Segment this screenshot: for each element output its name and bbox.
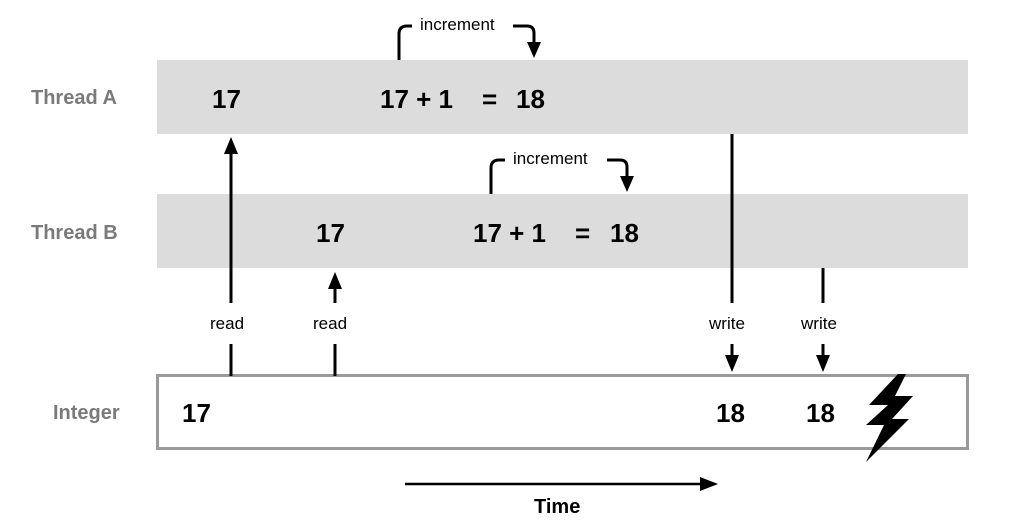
thread-b-read-value: 17 [316,218,345,248]
write-a-label: write [709,314,745,333]
thread-b-calc-result: 18 [610,218,639,248]
thread-a-label: Thread A [31,87,117,109]
increment-b-bracket [489,158,629,194]
integer-after-write-a: 18 [716,398,745,428]
arrow-down-icon [527,42,541,58]
integer-after-write-b: 18 [806,398,835,428]
arrow-down-icon [725,355,739,372]
thread-a-calc-lhs: 17 + 1 [380,84,454,114]
write-b-arrow [816,268,830,372]
thread-a-read-value: 17 [212,84,241,114]
arrow-right-icon [700,477,718,491]
integer-label: Integer [53,402,120,424]
read-a-arrow [224,137,238,376]
arrow-up-icon [328,272,342,289]
thread-a-calc-result: 18 [516,84,545,114]
arrow-down-icon [620,176,634,192]
thread-a-calc-equals: = [482,84,498,114]
integer-initial-value: 17 [182,398,211,428]
read-b-arrow [328,272,342,376]
write-b-label: write [801,314,837,333]
time-arrow [405,477,718,491]
arrow-down-icon [816,355,830,372]
time-label: Time [534,496,581,518]
read-a-label: read [210,314,245,333]
thread-b-increment-label: increment [513,149,588,168]
thread-a-band [157,60,968,134]
thread-b-calc-lhs: 17 + 1 [473,218,547,248]
read-b-label: read [313,314,348,333]
lightning-bolt-icon [866,374,913,462]
thread-b-band [157,194,968,268]
thread-b-label: Thread B [31,222,118,244]
increment-a-bracket [397,24,536,60]
thread-a-increment-label: increment [420,15,495,34]
integer-box [156,374,969,450]
write-a-arrow [725,134,739,372]
arrow-up-icon [224,137,238,154]
thread-b-calc-equals: = [575,218,591,248]
